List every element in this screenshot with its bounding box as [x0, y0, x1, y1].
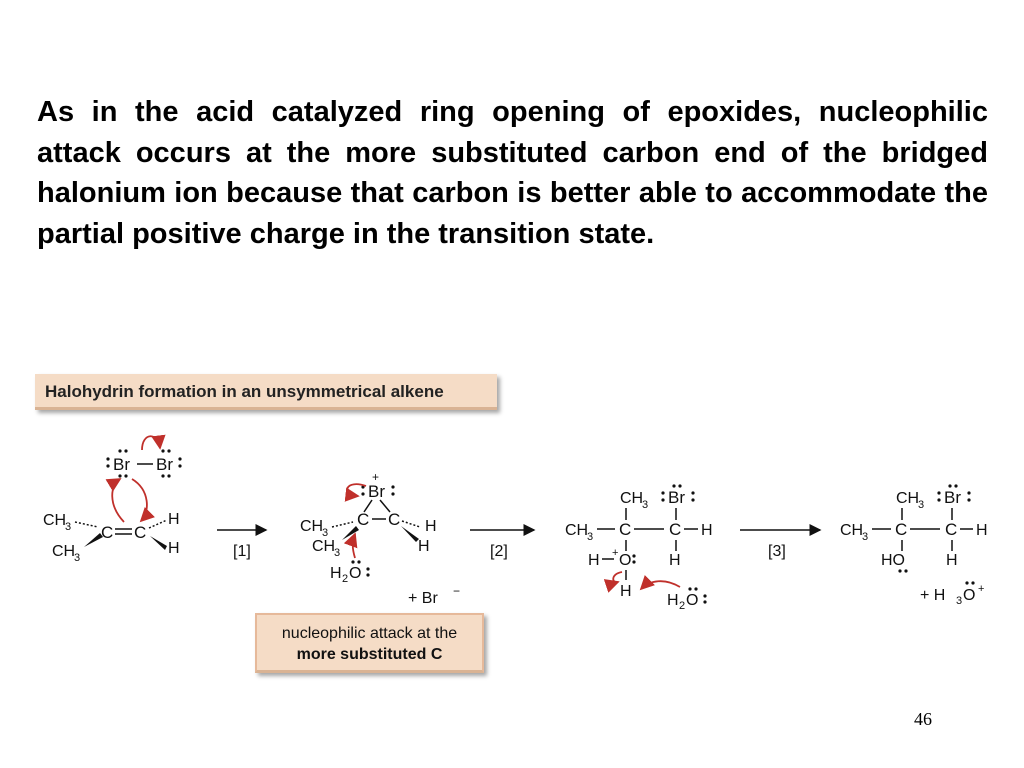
hashed-bond [331, 521, 354, 528]
oxygen-atom: O [963, 587, 975, 604]
annotation-box: nucleophilic attack at the more substitu… [255, 613, 484, 673]
h-atom: H [976, 522, 988, 539]
hashed-bond [148, 519, 168, 529]
h-atom: H [946, 552, 958, 569]
ch-label: CH [52, 543, 75, 560]
ch-label: CH [312, 538, 335, 555]
curved-arrow-br-br [141, 434, 166, 451]
carbon-atom: C [669, 520, 681, 539]
c-br-bond [379, 499, 391, 513]
alkene: CH 3 CH 3 C C H H [43, 478, 180, 564]
sub-3: 3 [322, 527, 328, 539]
water-o: O [349, 565, 361, 582]
curved-arrow-pi-to-br [105, 478, 125, 523]
sub-2: 2 [342, 573, 348, 585]
carbon-atom: C [619, 520, 631, 539]
h-atom: H [588, 552, 600, 569]
hashed-bond [74, 521, 99, 528]
plus-br-minus: + Br [408, 590, 438, 607]
annotation-line-1: nucleophilic attack at the [281, 625, 458, 642]
bromine-molecule: Br Br [106, 434, 182, 478]
h-atom: H [425, 518, 437, 535]
carbon-atom: C [388, 510, 400, 529]
h-atom: H [168, 540, 180, 557]
sub-3: 3 [956, 595, 962, 607]
wedge-bond [84, 533, 103, 547]
figure-title: Halohydrin formation in an unsymmetrical… [35, 374, 497, 410]
water-o: O [686, 592, 698, 609]
bromonium-ion: + Br CH 3 CH 3 C C H H H 2 O + Br − [300, 470, 460, 607]
sub-3: 3 [862, 531, 868, 543]
br-atom: Br [944, 488, 961, 507]
halohydrin-product: CH 3 Br CH 3 C C H HO H + H 3 O + [840, 484, 988, 607]
carbon-atom: C [357, 510, 369, 529]
plus-h3o: + H [920, 587, 945, 604]
protonated-intermediate: CH 3 Br CH 3 C C H H + O H H H 2 O [565, 484, 713, 612]
step-label-1: [1] [233, 543, 251, 560]
lone-pair-dots [106, 449, 182, 478]
ch-label: CH [300, 518, 323, 535]
hashed-bond [401, 520, 421, 528]
step-label-2: [2] [490, 543, 508, 560]
plus-charge: + [372, 470, 379, 484]
carbon-atom: C [945, 520, 957, 539]
h-atom: H [701, 522, 713, 539]
carbon-atom: C [101, 523, 113, 542]
h-atom: H [418, 538, 430, 555]
br-atom-right: Br [156, 455, 173, 474]
br-atom: Br [368, 482, 385, 501]
curved-arrow-deprotonation [639, 575, 681, 591]
sub-3: 3 [642, 499, 648, 511]
water-h: H [667, 592, 679, 609]
step-label-3: [3] [768, 543, 786, 560]
br-atom: Br [668, 488, 685, 507]
h-atom: H [669, 552, 681, 569]
c-br-bond [363, 499, 373, 513]
sub-2: 2 [679, 600, 685, 612]
curved-arrow-proton-bond [603, 571, 623, 593]
plus-charge: + [978, 583, 984, 595]
br-atom-left: Br [113, 455, 130, 474]
ch-label: CH [43, 512, 66, 529]
body-paragraph: As in the acid catalyzed ring opening of… [37, 96, 988, 250]
sub-3: 3 [918, 499, 924, 511]
carbon-atom: C [895, 520, 907, 539]
wedge-bond [150, 536, 167, 550]
h-atom: H [168, 511, 180, 528]
ch-label: CH [840, 522, 863, 539]
curved-arrow-br-to-c [131, 478, 155, 523]
sub-3: 3 [587, 531, 593, 543]
curved-arrow-ring-open [344, 483, 367, 502]
curved-arrow-water-attack [343, 532, 358, 559]
plus-charge: + [612, 547, 618, 559]
annotation-line-2: more substituted C [296, 646, 443, 663]
ch-label: CH [565, 522, 588, 539]
carbon-atom: C [134, 523, 146, 542]
minus-charge: − [453, 584, 460, 598]
page-number: 46 [914, 709, 932, 729]
sub-3: 3 [65, 521, 71, 533]
water-h: H [330, 565, 342, 582]
sub-3: 3 [334, 547, 340, 559]
ch-label: CH [896, 490, 919, 507]
h-atom: H [620, 583, 632, 600]
ho-group: HO [881, 552, 905, 569]
sub-3: 3 [74, 552, 80, 564]
ch-label: CH [620, 490, 643, 507]
wedge-bond [401, 526, 419, 542]
oxygen-atom: O [619, 552, 631, 569]
